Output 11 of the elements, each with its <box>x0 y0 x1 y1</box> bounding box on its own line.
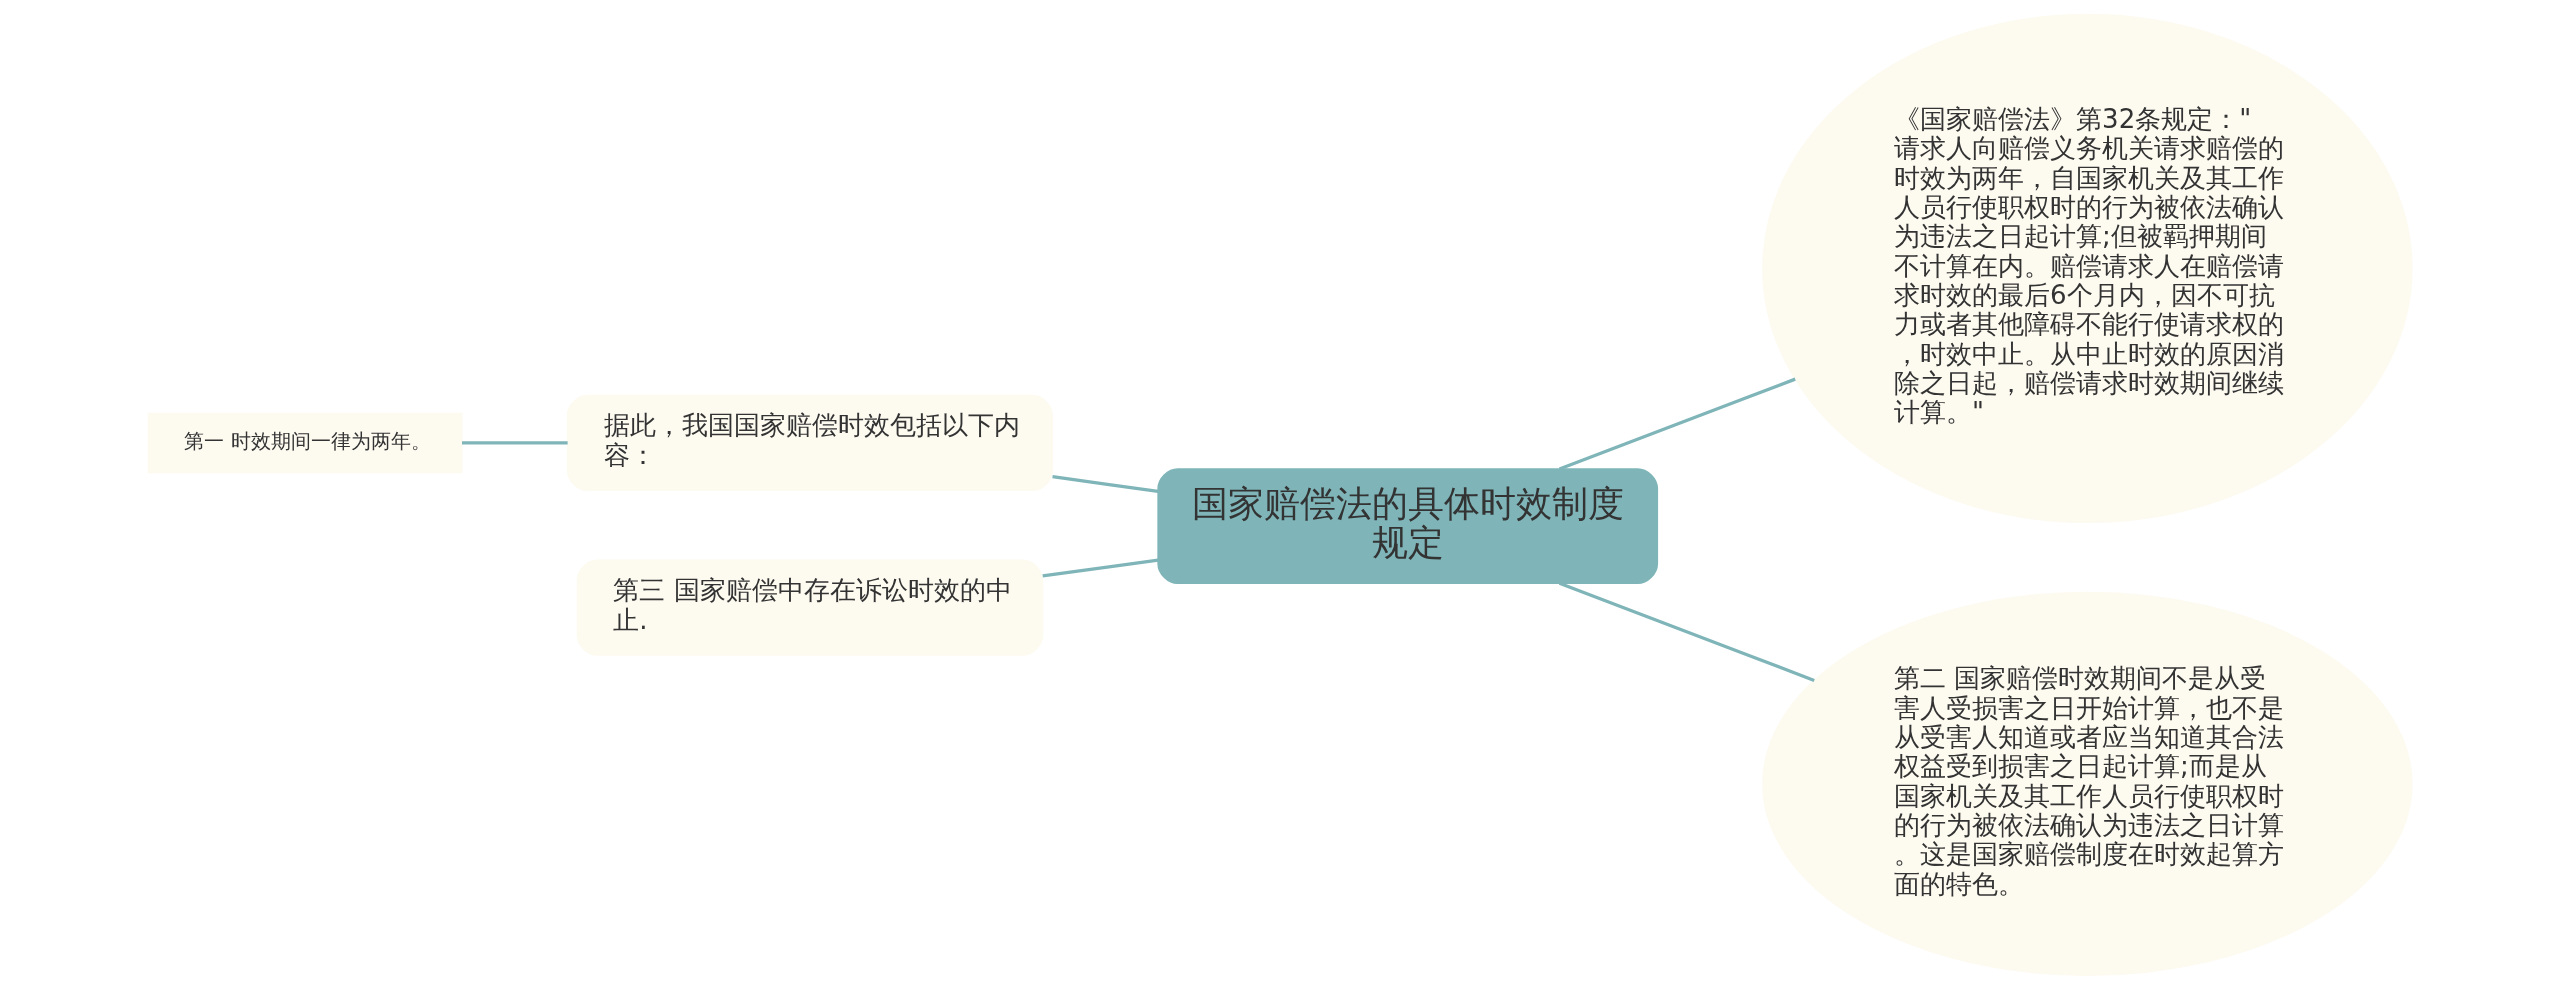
node-box: 第一 时效期间一律为两年。 <box>147 412 463 474</box>
node-ellipse: 第二 国家赔偿时效期间不是从受害人受损害之日开始计算，也不是从受害人知道或者应当知道其合法权益受到损害之日起计算;而是从国家机关及其工作人员行使职权时的行为被依法确认为违法之日计算。这是国家赔偿制度在时效起算方面的特色。 <box>1762 591 2413 976</box>
connector <box>1042 558 1159 578</box>
connector <box>462 441 568 445</box>
node-box: 第三 国家赔偿中存在诉讼时效的中止. <box>576 559 1044 656</box>
connector <box>1558 377 1796 471</box>
connector <box>1052 475 1159 494</box>
node-box: 据此，我国国家赔偿时效包括以下内容： <box>566 394 1053 492</box>
node-box: 国家赔偿法的具体时效制度规定 <box>1157 468 1659 585</box>
connector <box>1558 581 1815 682</box>
node-ellipse: 《国家赔偿法》第32条规定："请求人向赔偿义务机关请求赔偿的时效为两年，自国家机关及其工作人员行使职权时的行为被依法确认为违法之日起计算;但被羁押期间不计算在内。赔偿请求人在赔偿请求时效的最后6个月内，因不可抗力或者其他障碍不能行使请求权的，时效中止。从中止时效的原因消除之日起，赔偿请求时效期间继续计算。" <box>1762 13 2413 524</box>
